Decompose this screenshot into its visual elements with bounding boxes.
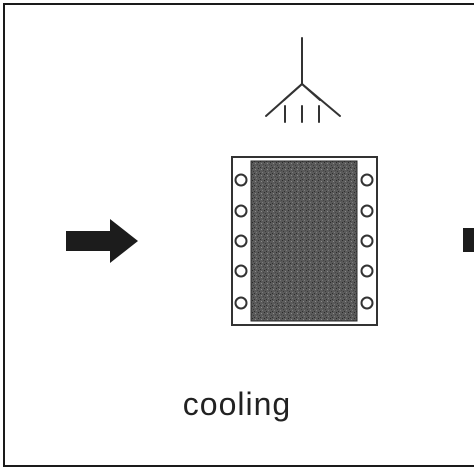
diagram-frame <box>3 3 474 467</box>
right-arrow-icon <box>66 219 138 263</box>
right-arrow-icon <box>463 228 474 252</box>
perforated-sample-strip-icon <box>231 156 378 326</box>
cooling-spray-nozzle-icon <box>265 37 341 123</box>
step-label: cooling <box>182 386 292 422</box>
